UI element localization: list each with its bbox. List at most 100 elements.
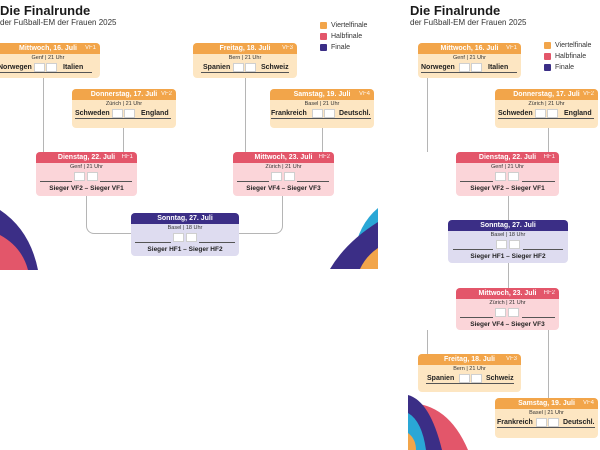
- score-box-home: [496, 240, 507, 249]
- legend: Viertelfinale Halbfinale Finale: [320, 20, 367, 53]
- legend-swatch-finale: [320, 44, 327, 51]
- legend-label: Viertelfinale: [331, 22, 368, 29]
- score-box-away: [87, 172, 98, 181]
- team-away: Deutschl.: [563, 419, 595, 426]
- team-home: Frankreich: [271, 110, 307, 117]
- match-code: VF1: [505, 45, 517, 51]
- score-box-home: [271, 172, 282, 181]
- match-code: VF2: [582, 91, 594, 97]
- match-date: Dienstag, 22. Juli: [478, 154, 537, 161]
- match-code: VF3: [505, 356, 517, 362]
- score-row: Frankreich Deutschl.: [270, 109, 374, 119]
- score-box-home: [112, 109, 123, 118]
- page-title-mobile: Die Finalrunde: [410, 3, 501, 18]
- score-row: Spanien Schweiz: [193, 63, 297, 73]
- connector-m-hf1-final: [508, 196, 509, 220]
- match-code: VF3: [281, 45, 293, 51]
- legend-item-halbfinale: Halbfinale: [544, 51, 591, 62]
- connector-vf1-hf1: [43, 78, 44, 152]
- match-code: VF2: [160, 91, 172, 97]
- connector-m-hf2-vf3: [427, 330, 428, 354]
- connector-m-hf2-vf4: [548, 330, 549, 398]
- match-date: Donnerstag, 17. Juli: [513, 91, 580, 98]
- match-date: Mittwoch, 16. Juli: [440, 45, 499, 52]
- team-away: Italien: [63, 64, 84, 71]
- match-location: Zürich | 21 Uhr: [528, 101, 565, 107]
- team-underline: [75, 118, 171, 119]
- match-code: HF1: [543, 154, 555, 160]
- team-underline: [426, 383, 514, 384]
- match-pairing: Sieger VF4 – Sieger VF3: [246, 185, 321, 192]
- match-header: Dienstag, 22. Juli HF1: [456, 152, 559, 163]
- connector-vf4-hf2: [322, 128, 323, 152]
- match-location: Bern | 21 Uhr: [453, 366, 486, 372]
- team-line-away: [199, 242, 235, 243]
- team-away: Schweiz: [261, 64, 289, 71]
- team-home: Norwegen: [0, 64, 32, 71]
- legend-item-viertelfinale: Viertelfinale: [320, 20, 367, 31]
- match-date: Freitag, 18. Juli: [444, 356, 495, 363]
- match-code: HF1: [121, 154, 133, 160]
- team-line-away: [523, 249, 563, 250]
- score-box-home: [495, 308, 506, 317]
- score-box-home: [459, 63, 470, 72]
- score-box-away: [509, 240, 520, 249]
- score-box-away: [284, 172, 295, 181]
- score-row: Norwegen Italien: [0, 63, 100, 73]
- page-subtitle: der Fußball-EM der Frauen 2025: [0, 18, 117, 27]
- team-line-home: [453, 249, 493, 250]
- team-underline: [0, 72, 92, 73]
- team-underline: [497, 427, 595, 428]
- decorative-swoosh-right: [330, 208, 378, 269]
- legend-item-finale: Finale: [320, 42, 367, 53]
- legend-label: Finale: [331, 44, 351, 51]
- team-away: England: [141, 110, 169, 117]
- match-header: Freitag, 18. Juli VF3: [418, 354, 521, 365]
- match-location: Genf | 21 Uhr: [31, 55, 65, 61]
- legend-item-viertelfinale: Viertelfinale: [544, 40, 591, 51]
- legend-item-finale: Finale: [544, 62, 591, 73]
- score-row: Frankreich Deutschl.: [495, 418, 598, 428]
- team-underline: [498, 118, 594, 119]
- connector-hf1-final: [86, 196, 132, 234]
- match-date: Mittwoch, 23. Juli: [254, 154, 313, 161]
- score-box-home: [536, 418, 547, 427]
- match-date: Mittwoch, 23. Juli: [478, 290, 537, 297]
- score-box-away: [547, 109, 558, 118]
- match-location: Genf | 21 Uhr: [70, 164, 103, 170]
- score-box-away: [508, 172, 519, 181]
- legend-item-halbfinale: Halbfinale: [320, 31, 367, 42]
- score-box-away: [245, 63, 256, 72]
- match-pairing: Sieger VF2 – Sieger VF1: [49, 185, 124, 192]
- score-box-home: [495, 172, 506, 181]
- team-line-away: [522, 181, 555, 182]
- score-box-away: [548, 418, 559, 427]
- team-away: England: [564, 110, 592, 117]
- match-date: Sonntag, 27. Juli: [157, 215, 213, 222]
- match-date: Donnerstag, 17. Juli: [90, 91, 158, 98]
- legend-label: Halbfinale: [331, 33, 363, 40]
- team-home: Schweden: [75, 110, 110, 117]
- legend-label: Finale: [555, 64, 575, 71]
- match-date: Samstag, 19. Juli: [293, 91, 351, 98]
- match-location: Zürich | 21 Uhr: [489, 300, 526, 306]
- team-home: Spanien: [203, 64, 231, 71]
- decorative-swoosh-left: [0, 210, 38, 270]
- score-box-home: [312, 109, 323, 118]
- legend-label: Halbfinale: [555, 53, 587, 60]
- connector-vf2-hf1: [123, 128, 124, 152]
- match-header: Mittwoch, 16. Juli VF1: [418, 43, 521, 54]
- connector-vf3-hf2: [245, 78, 246, 152]
- team-home: Norwegen: [421, 64, 455, 71]
- score-box-home: [34, 63, 45, 72]
